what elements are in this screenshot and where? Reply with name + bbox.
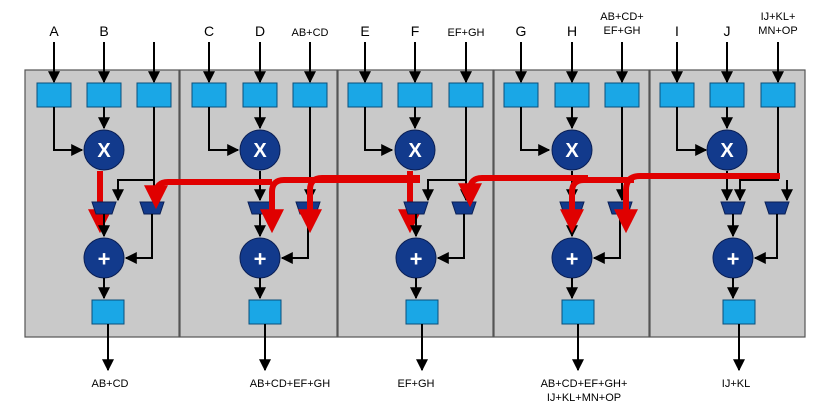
cell-1: A B X + AB+CD [36, 23, 172, 390]
cell-4-add-symbol: + [566, 247, 579, 272]
cell-4-multiplier [551, 129, 593, 171]
cell-2: C D AB+CD X + AB+CD+EF+GH [191, 23, 330, 390]
cell-5-register-partial [760, 82, 796, 108]
cell-3-mux-left [403, 201, 429, 215]
cell-2-multiplier [239, 129, 281, 171]
cell-3: E F EF+GH X + EF+GH [347, 23, 485, 390]
chain-arrow-4-to-3 [458, 175, 588, 208]
cell-5-output-register [722, 299, 756, 325]
cell-2-input-partial-label: AB+CD [292, 27, 329, 39]
cell-1-input-a-label: A [49, 23, 59, 39]
cell-5-register-j [709, 82, 745, 108]
cell-4-register-h [554, 82, 590, 108]
cell-3-output-label: EF+GH [398, 378, 435, 390]
cell-1-add-symbol: + [98, 247, 111, 272]
cell-5-multiply-symbol: X [720, 140, 734, 162]
chain-arrow-2-to-1 [144, 179, 272, 210]
cell-4-output-label-line1: AB+CD+EF+GH+ [541, 378, 628, 390]
cell-3-register-f [397, 82, 433, 108]
cell-3-register-partial [448, 82, 484, 108]
cell-3-add-symbol: + [410, 247, 423, 272]
cell-3-input-e-label: E [360, 23, 369, 39]
cell-3-input-partial-label: EF+GH [448, 27, 485, 39]
cell-4-register-partial [604, 82, 640, 108]
cell-3-multiply-symbol: X [408, 140, 422, 162]
cell-2-input-c-label: C [204, 23, 214, 39]
cell-5-output-label: IJ+KL [722, 378, 750, 390]
cell-2-register-c [191, 82, 227, 108]
cell-1-register-b [86, 82, 122, 108]
chain-arrow-3-to-2b [298, 175, 420, 234]
cell-4-register-g [503, 82, 539, 108]
cell-4-input-partial-label-line2: EF+GH [604, 25, 641, 37]
cell-3-output-register [405, 299, 439, 325]
cell-1-output-label: AB+CD [92, 378, 129, 390]
cell-5-multiplier [706, 129, 748, 171]
chain-arrow-5-to-4a [560, 177, 634, 234]
cell-4-output-register [561, 299, 595, 325]
cell-5-mux-right [764, 201, 790, 215]
cell-5-add-symbol: + [727, 247, 740, 272]
cell-4-multiply-symbol: X [565, 140, 579, 162]
cell-3-input-f-label: F [411, 23, 420, 39]
cell-4: G H AB+CD+ EF+GH X + AB+CD+EF+GH+ IJ+KL+… [503, 11, 644, 404]
cell-2-register-d [242, 82, 278, 108]
cell-1-register-a [36, 82, 72, 108]
cell-4-input-partial-label-line1: AB+CD+ [600, 11, 643, 23]
cell-3-multiplier [394, 129, 436, 171]
cell-2-multiply-symbol: X [253, 140, 267, 162]
chain-arrows [144, 173, 780, 234]
cell-2-output-label: AB+CD+EF+GH [250, 378, 330, 390]
cell-1-mux-right [139, 201, 165, 215]
chain-arrow-5-to-4b [614, 173, 780, 234]
cell-1-multiply-symbol: X [97, 140, 111, 162]
cell-4-input-g-label: G [516, 23, 527, 39]
cell-5-input-partial-label-line1: IJ+KL+ [761, 11, 796, 23]
chain-arrow-3-to-2a [260, 177, 420, 234]
cell-1-mux-left [91, 201, 117, 215]
cell-5-input-j-label: J [724, 23, 731, 39]
cell-2-register-partial [292, 82, 328, 108]
cell-5-register-i [659, 82, 695, 108]
cell-2-mux-left [247, 201, 273, 215]
cell-5: I J IJ+KL+ MN+OP X + IJ+KL [659, 11, 798, 390]
cell-1-multiplier [83, 129, 125, 171]
cell-3-mux-right [451, 201, 477, 215]
cell-4-input-h-label: H [567, 23, 577, 39]
cell-2-add-symbol: + [254, 247, 267, 272]
cell-4-output-label-line2: IJ+KL+MN+OP [547, 392, 621, 404]
cell-5-mux-left [720, 201, 746, 215]
cell-5-input-partial-label-line2: MN+OP [758, 25, 797, 37]
cell-1-output-register [91, 299, 125, 325]
cell-2-input-d-label: D [255, 23, 265, 39]
cell-1-input-b-label: B [99, 23, 108, 39]
cell-1-register-c [136, 82, 172, 108]
cell-5-input-i-label: I [675, 23, 679, 39]
cell-3-register-e [347, 82, 383, 108]
cell-2-output-register [248, 299, 282, 325]
